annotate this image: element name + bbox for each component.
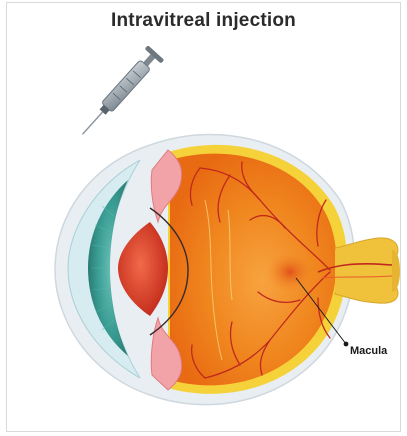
syringe-icon (74, 45, 164, 141)
macula-label: Macula (350, 345, 387, 357)
macula-pointer-dot (344, 342, 349, 347)
macula (266, 252, 314, 292)
optic-nerve-body (335, 250, 392, 292)
